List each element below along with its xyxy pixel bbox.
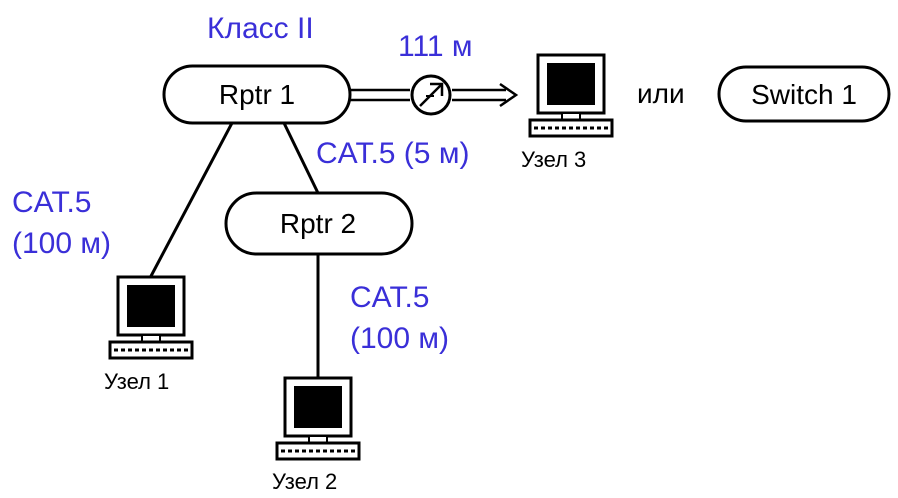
rptr1-host1-cable-label-line2: (100 м): [12, 227, 111, 260]
switch1-device: Switch 1: [717, 65, 891, 123]
switch1-label: Switch 1: [751, 79, 857, 110]
computer-icon: [528, 53, 614, 138]
computer-icon: [108, 275, 194, 360]
host1-label: Узел 1: [104, 369, 169, 394]
host2-label: Узел 2: [272, 469, 337, 494]
link-rptr1-rptr2: [282, 122, 320, 194]
fiber-length-label: 111 м: [398, 30, 473, 63]
rptr2-host2-cable-label-line2: (100 м): [350, 322, 449, 355]
computer-icon: [275, 376, 361, 461]
rptr1-device: Rptr 1: [162, 64, 352, 125]
rptr1-host1-cable-label-line1: CAT.5: [12, 186, 91, 219]
rptr1-label: Rptr 1: [219, 79, 295, 110]
rptr1-rptr2-cable-label: CAT.5 (5 м): [316, 137, 469, 170]
fiber-transceiver-icon: [410, 74, 452, 116]
rptr2-label: Rptr 2: [280, 208, 356, 239]
or-label: или: [637, 78, 685, 109]
host3-label: Узел 3: [521, 147, 586, 172]
rptr2-host2-cable-label-line1: CAT.5: [350, 281, 429, 314]
link-rptr1-host1: [148, 122, 234, 279]
fiber-link: [350, 82, 519, 108]
rptr2-device: Rptr 2: [224, 191, 414, 256]
class-label: Класс II: [207, 12, 314, 45]
